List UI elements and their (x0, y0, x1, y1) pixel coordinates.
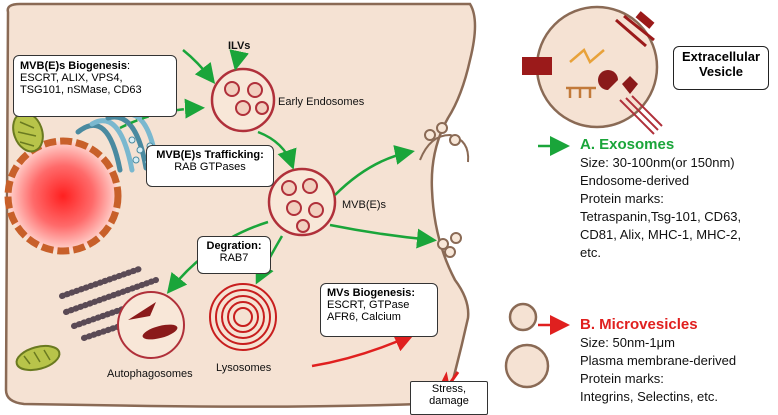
microvesicle-small (508, 302, 538, 332)
exosomes-line-5: CD81, Alix, MHC-1, MHC-2, (580, 227, 742, 242)
mvs-biogenesis-line-1: ESCRT, GTPase (327, 299, 410, 311)
microvesicles-info: B. Microvesicles Size: 50nm-1μm Plasma m… (580, 316, 736, 406)
exosomes-line-4: Tetraspanin,Tsg-101, CD63, (580, 209, 742, 224)
stress-line-2: damage (429, 395, 469, 407)
biogenesis-title: MVB(E)s Biogenesis (20, 60, 127, 72)
extracellular-vesicle-label-line-1: Extracellular (681, 49, 761, 64)
degradation-callout: Degration: RAB7 (197, 236, 271, 274)
microvesicles-line-1: Size: 50nm-1μm (580, 335, 675, 350)
traffic-line-1: RAB GTPases (174, 161, 246, 173)
microvesicles-line-4: Integrins, Selectins, etc. (580, 389, 719, 404)
microvesicles-line-2: Plasma membrane-derived (580, 353, 737, 368)
traffic-title: MVB(E)s Trafficking: (156, 149, 264, 161)
mvs-biogenesis-title: MVs Biogenesis: (327, 287, 416, 299)
exosome-release-bottom (437, 232, 462, 258)
exosomes-info: A. Exosomes Size: 30-100nm(or 150nm) End… (580, 136, 741, 262)
biogenesis-line-2: TSG101, nSMase, CD63 (20, 84, 142, 96)
mvs-biogenesis-line-2: AFR6, Calcium (327, 311, 401, 323)
degradation-line-1: RAB7 (219, 252, 249, 264)
microvesicles-line-3: Protein marks: (580, 371, 664, 386)
microvesicle-arrows (311, 315, 570, 368)
biogenesis-line-1: ESCRT, ALIX, VPS4, (20, 72, 123, 84)
stress-callout: Stress, damage (410, 381, 488, 415)
early-endosome (210, 67, 276, 133)
stress-line-1: Stress, (431, 383, 467, 395)
exosome-release-top (419, 122, 470, 163)
biogenesis-callout: MVB(E)s Biogenesis: ESCRT, ALIX, VPS4, T… (13, 55, 177, 117)
exosomes-heading: A. Exosomes (580, 136, 675, 153)
exosomes-line-3: Protein marks: (580, 191, 664, 206)
degradation-title: Degration: (206, 240, 262, 252)
autophagosomes-label: Autophagosomes (107, 368, 193, 380)
lysosome (209, 283, 277, 351)
ilvs-label: ILVs (228, 40, 251, 52)
mvs-biogenesis-callout: MVs Biogenesis: ESCRT, GTPase AFR6, Calc… (320, 283, 438, 337)
mitochondrion-bottom (15, 344, 61, 372)
exosomes-line-1: Size: 30-100nm(or 150nm) (580, 155, 735, 170)
biogenesis-title-colon: : (126, 60, 131, 72)
lysosomes-label: Lysosomes (216, 362, 272, 374)
microvesicle-large (504, 343, 550, 389)
extracellular-vesicle-label-line-2: Vesicle (698, 64, 744, 79)
autophagosome (117, 291, 185, 359)
extracellular-vesicle-label-box: Extracellular Vesicle (673, 46, 769, 90)
multivesicular-body (267, 167, 337, 237)
exosomes-line-6: etc. (580, 245, 601, 260)
exosomes-line-2: Endosome-derived (580, 173, 690, 188)
extracellular-vesicle-icon (522, 5, 663, 135)
microvesicles-heading: B. Microvesicles (580, 316, 698, 333)
nucleus (4, 137, 122, 255)
mvbs-label: MVB(E)s (342, 199, 386, 211)
traffic-callout: MVB(E)s Trafficking: RAB GTPases (146, 145, 274, 187)
early-endosomes-label: Early Endosomes (278, 96, 365, 108)
